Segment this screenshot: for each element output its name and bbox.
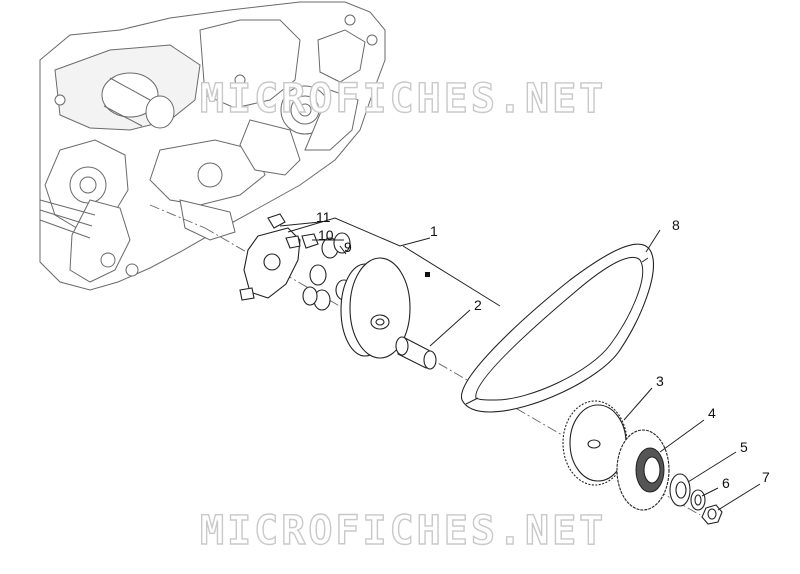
callout-9: 9 (344, 239, 352, 255)
callout-6: 6 (722, 475, 730, 491)
callout-3: 3 (656, 373, 664, 389)
callout-2: 2 (474, 297, 482, 313)
watermark-top: MICROFICHES.NET (200, 76, 606, 122)
small-marker-square (425, 272, 430, 277)
callout-4: 4 (708, 405, 716, 421)
part-2-bushing (395, 336, 437, 370)
callout-10: 10 (318, 227, 334, 243)
part-11-ramp-plate (239, 213, 301, 301)
part-8-drive-belt (461, 243, 654, 413)
part-4-fan-hub (616, 429, 670, 511)
callout-1: 1 (430, 223, 438, 239)
callout-11: 11 (316, 209, 331, 225)
part-10-slider (301, 233, 319, 249)
callout-7: 7 (762, 469, 770, 485)
part-3-fixed-pulley (562, 400, 628, 486)
part-7-nut (701, 504, 723, 525)
engine-crankcase (39, 1, 386, 291)
callout-numbers: 1 2 3 4 5 6 7 8 9 10 11 (316, 209, 770, 491)
part-1-variator-pulley (340, 257, 430, 359)
part-9-rollers (302, 232, 353, 311)
part-6-spring-washer (690, 489, 706, 511)
part-5-washer (669, 473, 691, 507)
leader-lines (279, 217, 761, 511)
watermark-bottom: MICROFICHES.NET (200, 508, 606, 554)
callout-8: 8 (672, 217, 680, 233)
callout-5: 5 (740, 439, 748, 455)
